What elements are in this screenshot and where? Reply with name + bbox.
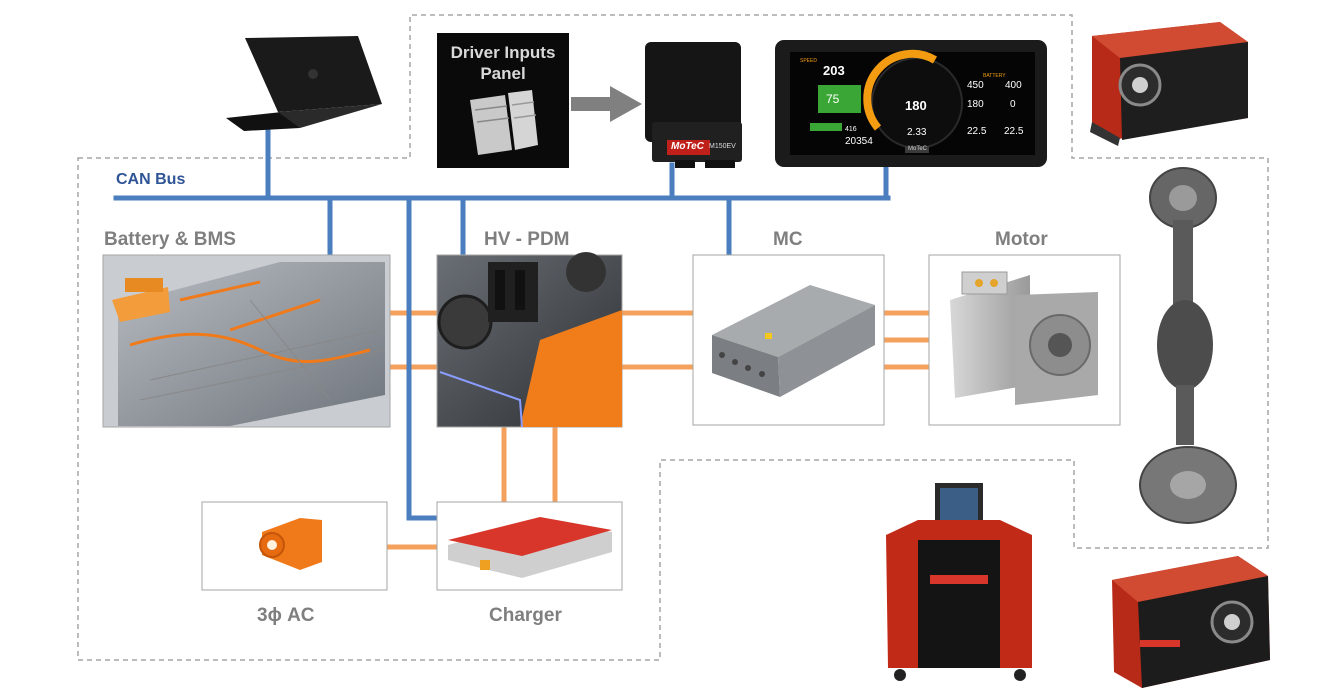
dash-speed-label: SPEED xyxy=(800,58,817,64)
dash-odo: 20354 xyxy=(845,136,873,147)
dyno-top-image xyxy=(1090,22,1248,146)
dash-battery-left: 450 xyxy=(967,80,984,91)
dash-odo-small: 416 xyxy=(845,126,857,133)
dyno-bottom-image xyxy=(1112,556,1270,688)
motec-ecu xyxy=(645,42,742,168)
battery-bms-image xyxy=(102,254,391,428)
dash-center-value: 180 xyxy=(905,98,927,113)
driver-inputs-label: Driver Inputs Panel xyxy=(450,43,556,83)
arrow-icon xyxy=(571,86,642,122)
charger-image xyxy=(436,501,623,591)
system-boundary xyxy=(77,14,1269,661)
dash-brand: MoTeC xyxy=(908,146,928,152)
ecu-brand: MoTeC xyxy=(671,141,704,152)
can-bus-lines xyxy=(113,125,891,521)
dash-display xyxy=(775,40,1047,167)
dash-battery-label: BATTERY xyxy=(983,73,1006,79)
motor-label: Motor xyxy=(995,229,1048,250)
ecu-model: M150EV xyxy=(709,143,736,150)
ac-plug-image xyxy=(201,501,388,591)
three-phase-ac-label: 3ϕ AC xyxy=(257,605,315,626)
driver-inputs-panel xyxy=(437,33,569,168)
dash-row2-right: 0 xyxy=(1010,99,1016,110)
hv-pdm-image xyxy=(436,252,623,428)
can-bus-label: CAN Bus xyxy=(116,171,186,188)
battery-bms-label: Battery & BMS xyxy=(104,229,236,250)
mc-image xyxy=(692,254,885,426)
dash-soc: 75 xyxy=(826,92,840,106)
dash-lower-value: 2.33 xyxy=(907,127,927,138)
motor-image xyxy=(928,254,1121,426)
hv-pdm-label: HV - PDM xyxy=(484,229,570,250)
dyno-cart-image xyxy=(886,483,1032,681)
charger-label: Charger xyxy=(489,605,562,626)
dash-temp-left: 22.5 xyxy=(967,126,987,137)
power-lines xyxy=(387,310,929,550)
dash-speed: 203 xyxy=(823,63,845,78)
dash-battery-right: 400 xyxy=(1005,80,1022,91)
dash-row2-left: 180 xyxy=(967,99,984,110)
mc-label: MC xyxy=(773,229,803,250)
laptop-icon xyxy=(226,36,382,131)
axle-image xyxy=(1139,167,1237,524)
dash-temp-right: 22.5 xyxy=(1004,126,1024,137)
